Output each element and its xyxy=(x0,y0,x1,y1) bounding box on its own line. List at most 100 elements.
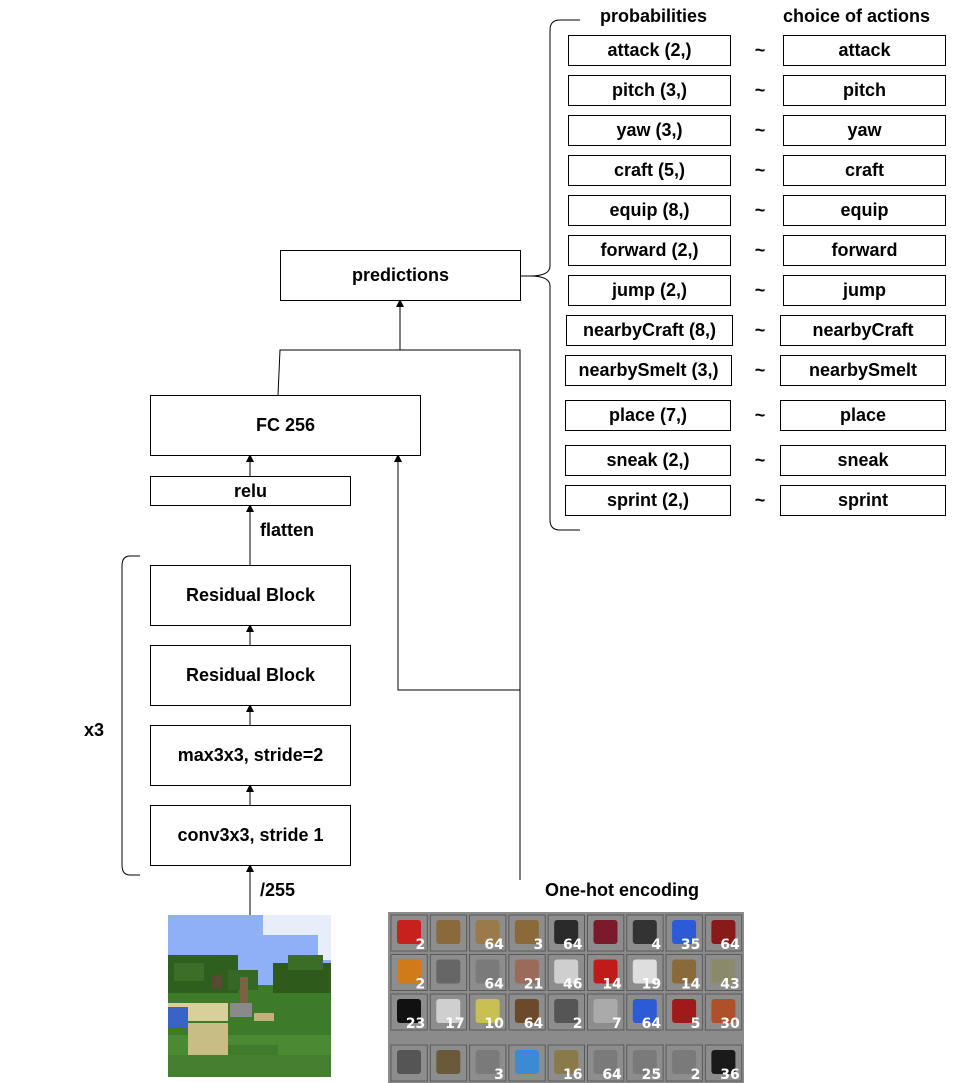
inventory-item-icon xyxy=(711,1050,736,1074)
inventory-item-icon xyxy=(593,920,618,944)
inventory-item-icon xyxy=(632,959,657,984)
residual-block-box-bottom: Residual Block xyxy=(150,645,351,706)
choice-box-place: place xyxy=(780,400,946,431)
inventory-slot-count: 64 xyxy=(484,937,504,953)
tilde-sneak: ~ xyxy=(754,450,766,470)
inventory-slot-count: 64 xyxy=(524,1016,544,1032)
relu-box: relu xyxy=(150,476,351,506)
prob-box-pitch: pitch (3,) xyxy=(568,75,731,106)
inventory-slot-count: 21 xyxy=(524,977,543,993)
prob-box-nearbycraft: nearbyCraft (8,) xyxy=(566,315,733,346)
prob-box-attack: attack (2,) xyxy=(568,35,731,66)
inventory-item-icon xyxy=(397,959,421,984)
inventory-slot-count: 2 xyxy=(573,1016,583,1032)
inventory-slot-count: 3 xyxy=(494,1067,504,1083)
choice-box-yaw: yaw xyxy=(783,115,946,146)
tilde-sprint: ~ xyxy=(754,490,766,510)
prob-box-jump: jump (2,) xyxy=(568,275,731,306)
inventory-item-icon xyxy=(475,999,500,1023)
inventory-item-icon xyxy=(436,999,461,1023)
inventory-slot-count: 43 xyxy=(720,977,739,993)
tilde-equip: ~ xyxy=(754,200,766,220)
flatten-label: flatten xyxy=(260,520,314,540)
inventory-item-icon xyxy=(554,959,579,984)
choice-box-nearbysmelt: nearbySmelt xyxy=(780,355,946,386)
inventory-slot-count: 2 xyxy=(691,1067,701,1083)
inventory-slot-count: 36 xyxy=(720,1067,739,1083)
inventory-slot-count: 14 xyxy=(681,977,701,993)
tilde-attack: ~ xyxy=(754,40,766,60)
choice-box-forward: forward xyxy=(783,235,946,266)
repeat-brace xyxy=(121,555,140,876)
inventory-item-icon xyxy=(672,1050,697,1074)
prob-box-nearbysmelt: nearbySmelt (3,) xyxy=(565,355,732,386)
prob-box-place: place (7,) xyxy=(565,400,731,431)
inventory-slot-count: 16 xyxy=(563,1067,582,1083)
fc-box: FC 256 xyxy=(150,395,421,456)
repeat-label: x3 xyxy=(84,720,105,740)
inventory-item-icon xyxy=(593,959,618,984)
inventory-slot-count: 19 xyxy=(642,977,661,993)
inventory-slot-count: 25 xyxy=(642,1067,661,1083)
inventory-item-icon xyxy=(632,999,657,1023)
tilde-place: ~ xyxy=(754,405,766,425)
inventory-slot-count: 3 xyxy=(533,937,543,953)
inventory-slot-count: 64 xyxy=(642,1016,662,1032)
inventory-slot-count: 4 xyxy=(651,937,661,953)
prob-box-yaw: yaw (3,) xyxy=(568,115,731,146)
inventory-item-icon xyxy=(554,920,579,944)
inventory-slot-count: 64 xyxy=(484,977,504,993)
inventory-item-icon xyxy=(711,959,736,984)
arrow-onehot-to-fc xyxy=(394,454,521,880)
tilde-pitch: ~ xyxy=(754,80,766,100)
tilde-yaw: ~ xyxy=(754,120,766,140)
inventory-item-icon xyxy=(672,999,697,1023)
tilde-nearbycraft: ~ xyxy=(754,320,766,340)
inventory-item-icon xyxy=(632,920,657,944)
inventory-item-icon xyxy=(514,999,539,1023)
normalize-label: /255 xyxy=(260,880,296,900)
choice-box-jump: jump xyxy=(783,275,946,306)
inventory-slot-count: 10 xyxy=(484,1016,504,1032)
actions-brace-bottom xyxy=(529,275,580,531)
inventory-item-icon xyxy=(514,959,539,984)
inventory-item-icon xyxy=(593,1050,618,1074)
inventory-item-icon xyxy=(436,920,461,944)
probabilities-header: probabilities xyxy=(600,6,708,26)
prob-box-craft: craft (5,) xyxy=(568,155,731,186)
inventory-item-icon xyxy=(397,920,421,944)
inventory-slot-count: 2 xyxy=(416,977,426,993)
choice-box-craft: craft xyxy=(783,155,946,186)
inventory-item-icon xyxy=(397,1050,421,1074)
game-screenshot-image xyxy=(168,915,331,1077)
inventory-item-icon xyxy=(475,959,500,984)
inventory-item-icon xyxy=(672,959,697,984)
inventory-item-icon xyxy=(514,920,539,944)
inventory-slot-count: 14 xyxy=(602,977,622,993)
inventory-item-icon xyxy=(593,999,618,1023)
choice-box-sprint: sprint xyxy=(780,485,946,516)
inventory-item-icon xyxy=(475,920,500,944)
inventory-item-icon xyxy=(554,1050,579,1074)
actions-brace-top xyxy=(521,19,580,277)
inventory-slot-count: 64 xyxy=(602,1067,622,1083)
inventory-item-icon xyxy=(397,999,421,1023)
inventory-slot-count: 2 xyxy=(416,937,426,953)
inventory-slot-count: 23 xyxy=(406,1016,425,1032)
choice-box-pitch: pitch xyxy=(783,75,946,106)
inventory-item-icon xyxy=(475,1050,500,1074)
inventory-slot-count: 35 xyxy=(681,937,700,953)
tilde-forward: ~ xyxy=(754,240,766,260)
predictions-box: predictions xyxy=(280,250,521,301)
inventory-item-icon xyxy=(436,959,461,984)
inventory-item-icon xyxy=(436,1050,461,1074)
prob-box-sprint: sprint (2,) xyxy=(565,485,731,516)
choice-box-sneak: sneak xyxy=(780,445,946,476)
prob-box-sneak: sneak (2,) xyxy=(565,445,731,476)
conv-box: conv3x3, stride 1 xyxy=(150,805,351,866)
inventory-slot-count: 17 xyxy=(445,1016,464,1032)
inventory-item-icon xyxy=(554,999,579,1023)
inventory-slot-count: 64 xyxy=(720,937,740,953)
